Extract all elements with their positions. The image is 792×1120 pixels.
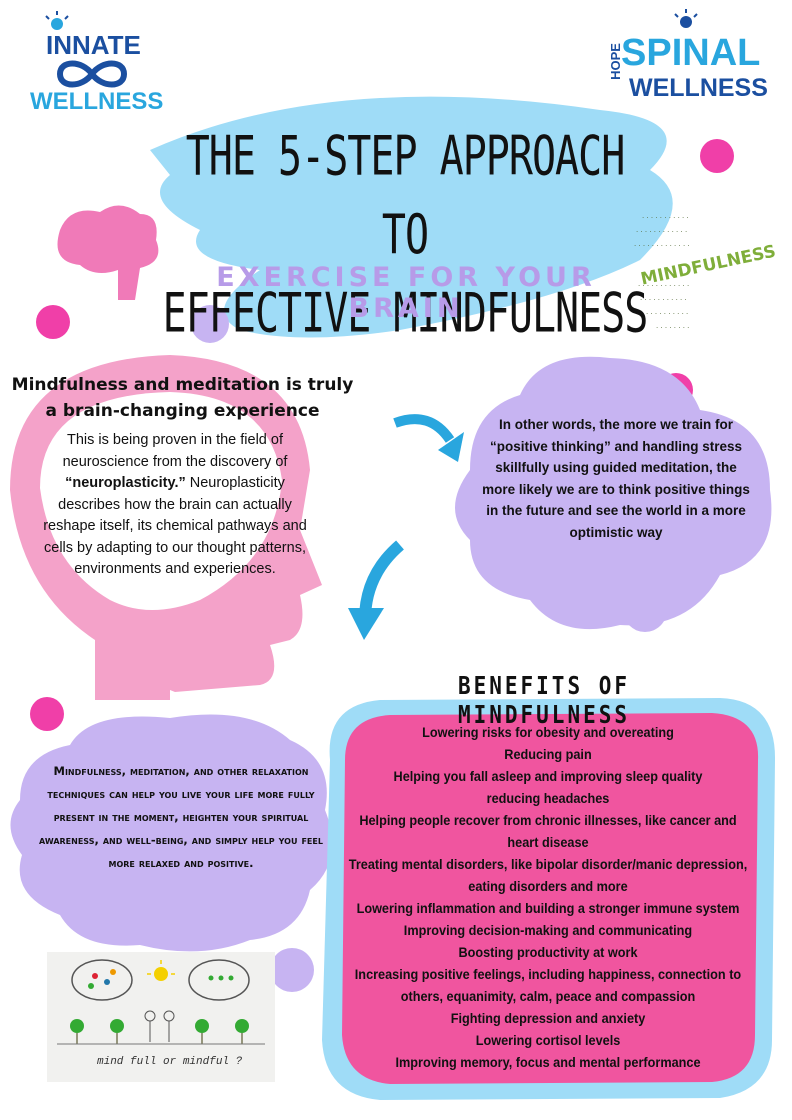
list-item: Fighting depression and anxiety	[450, 1011, 646, 1026]
intro-text-a: This is being proven in the field of neu…	[62, 432, 288, 470]
curved-arrow-right	[393, 414, 455, 443]
svg-text:· · · · · · · · · ·: · · · · · · · · · · · ·	[638, 282, 689, 290]
lavender-dot	[270, 948, 314, 992]
benefits-box-inner	[342, 713, 759, 1084]
lightbulb-icon	[674, 9, 698, 28]
intro-text-b: Neuroplasticity describes how the brain …	[43, 475, 307, 577]
list-item: Lowering inflammation and building a str…	[356, 901, 740, 916]
logo-wellness-text: WELLNESS	[30, 88, 164, 115]
blue-brush-stroke	[150, 96, 673, 338]
logo-wellness-text: WELLNESS	[629, 74, 768, 102]
infinity-icon	[56, 60, 128, 88]
list-item: Reducing pain	[504, 747, 592, 762]
word-cloud-image: · · · · · · · · · · · · · · · · · · · · …	[634, 214, 778, 332]
svg-text:· · · · · · · · · ·: · · · · · · · · · · · ·	[636, 228, 687, 236]
svg-text:· · · · · · · · · ·: · · · · · · · · · · ·	[642, 214, 689, 222]
page-title: THE 5-STEP APPROACH TO EFFECTIVE MINDFUL…	[160, 118, 650, 353]
lightbulb-icon	[45, 11, 69, 30]
list-item: Treating mental disorders, like bipolar …	[348, 857, 748, 894]
list-item: Helping you fall asleep and improving sl…	[393, 769, 703, 784]
title-line-2: EFFECTIVE MINDFULNESS	[162, 282, 649, 345]
svg-text:· · · · · · · · · ·: · · · · · · · · · · · · ·	[634, 242, 690, 250]
list-item: Helping people recover from chronic illn…	[359, 813, 737, 850]
benefits-list: Lowering risks for obesity and overeatin…	[349, 722, 748, 1074]
arrow-head	[438, 432, 464, 462]
list-item: Lowering cortisol levels	[475, 1033, 621, 1048]
list-item: Boosting productivity at work	[458, 945, 638, 960]
intro-paragraph: This is being proven in the field of neu…	[40, 430, 310, 581]
lavender-cloud-right	[455, 356, 772, 630]
innate-wellness-logo: INNATE WELLNESS	[28, 10, 168, 115]
pink-dot	[36, 305, 70, 339]
list-item: Improving memory, focus and mental perfo…	[395, 1055, 701, 1070]
head-inner	[40, 392, 282, 610]
logo-spinal-text: SPINAL	[621, 32, 761, 74]
illustration-drawing	[57, 959, 265, 1045]
mindful-illustration: mind full or mindful ?	[47, 952, 275, 1082]
title-line-1: THE 5-STEP APPROACH TO	[185, 126, 626, 267]
brain-icon	[57, 205, 159, 300]
logo-innate-text: INNATE	[46, 30, 141, 60]
svg-text:· · · · · · · · · ·: · · · · · · · · · · ·	[640, 296, 687, 304]
intro-heading: Mindfulness and meditation is truly a br…	[11, 375, 354, 421]
list-item: Lowering risks for obesity and overeatin…	[422, 725, 674, 740]
lavender-cloud-left	[10, 714, 333, 952]
page-subtitle: EXERCISE FOR YOUR BRAIN	[216, 262, 596, 324]
arrow-head	[348, 608, 384, 640]
relaxation-text: Mindfulness, meditation, and other relax…	[39, 764, 323, 870]
list-item: Increasing positive feelings, including …	[354, 967, 742, 1004]
neuroplasticity-term: “neuroplasticity.”	[65, 475, 186, 491]
illustration-caption: mind full or mindful ?	[97, 1056, 243, 1068]
benefits-title: BENEFITS OF MINDFULNESS	[457, 671, 631, 729]
pink-dot	[700, 139, 734, 173]
positive-thinking-text: In other words, the more we train for “p…	[482, 417, 750, 540]
list-item: Improving decision-making and communicat…	[403, 923, 693, 938]
list-item: reducing headaches	[486, 791, 610, 806]
hope-spinal-wellness-logo: HOPE SPINAL WELLNESS	[603, 8, 783, 108]
pink-dot	[30, 697, 64, 731]
svg-text:· · · · · · · ·: · · · · · · · ·	[656, 324, 689, 332]
lavender-dot	[191, 305, 229, 343]
svg-text:· · · · · · · · · ·: · · · · · · · · · ·	[646, 310, 688, 318]
